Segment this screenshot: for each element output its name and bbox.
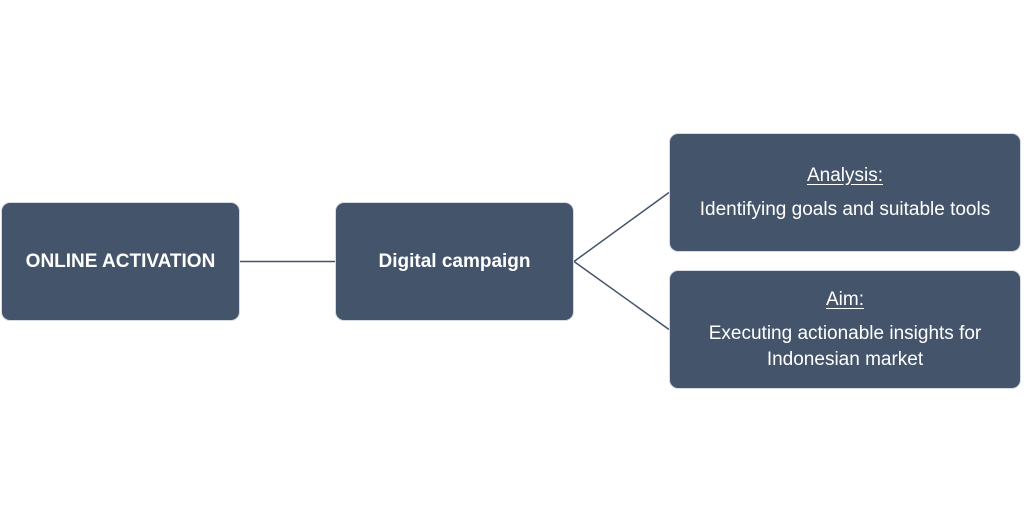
node-aim-heading: Aim:: [826, 288, 864, 310]
node-analysis-text: Identifying goals and suitable tools: [699, 198, 991, 220]
node-analysis-heading: Analysis:: [806, 164, 884, 186]
node-aim-text-line1: Executing actionable insights for: [708, 322, 982, 344]
connector-digital-to-analysis: [573, 191, 670, 263]
connector-digital-to-aim: [573, 260, 670, 331]
node-aim: Aim: Executing actionable insights for I…: [669, 270, 1021, 389]
node-analysis: Analysis: Identifying goals and suitable…: [669, 133, 1021, 252]
node-aim-text-line2: Indonesian market: [766, 348, 924, 370]
node-digital-campaign: Digital campaign: [335, 202, 574, 321]
node-digital-campaign-label: Digital campaign: [378, 250, 531, 272]
node-online-activation: ONLINE ACTIVATION: [1, 202, 240, 321]
node-online-activation-label: ONLINE ACTIVATION: [25, 250, 216, 272]
